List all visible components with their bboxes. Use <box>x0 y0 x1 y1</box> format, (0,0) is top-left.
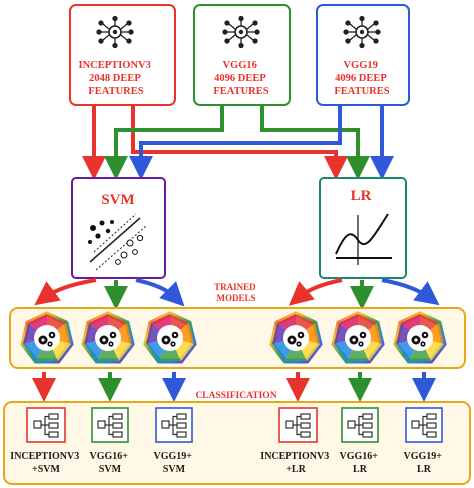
svg-text:INCEPTIONV3 +SVM: INCEPTIONV3 +SVM <box>10 451 81 475</box>
svg-text:INCEPTIONV3 +LR: INCEPTIONV3 +LR <box>260 451 331 475</box>
classifier-label: SVM <box>101 192 134 208</box>
classifier-label: LR <box>351 188 372 204</box>
classifier-to-model-arrows <box>34 278 440 310</box>
feature-box-line: INCEPTIONV3 <box>79 60 151 71</box>
feature-box-inceptionv3: INCEPTIONV3 2048 DEEP FEATURES <box>69 4 176 106</box>
trained-models-label: TRAINED MODELS <box>214 282 258 303</box>
gear-polygon-icon <box>84 314 132 361</box>
classification-label: CLASSIFICATION <box>195 391 276 401</box>
feature-to-classifier-arrows <box>82 105 394 180</box>
result-inceptionv3-svm: INCEPTIONV3 +SVM <box>10 407 81 475</box>
feature-box-line: FEATURES <box>213 86 268 97</box>
lr-classifier-box: LR <box>319 177 407 279</box>
feature-box-line: 4096 DEEP <box>335 73 387 84</box>
gear-polygon-icon <box>23 314 71 361</box>
feature-box-vgg19: VGG19 4096 DEEP FEATURES <box>316 4 410 106</box>
neural-network-gear-icon <box>96 15 134 49</box>
gear-polygon-icon <box>334 314 382 361</box>
regression-curve-icon <box>335 213 392 265</box>
neural-network-gear-icon <box>343 15 381 49</box>
svg-text:VGG16+ LR: VGG16+ LR <box>340 451 381 475</box>
feature-box-line: 4096 DEEP <box>214 73 266 84</box>
result-vgg19-lr: VGG19+ LR <box>404 407 445 475</box>
gear-polygon-icon <box>272 314 320 361</box>
svg-text:VGG19 4096 DEEP FE: VGG19 4096 DEEP FEATURES <box>334 60 389 97</box>
gear-polygon-icon <box>396 314 444 361</box>
result-inceptionv3-lr: INCEPTIONV3 +LR <box>260 407 331 475</box>
feature-box-line: VGG19 <box>343 60 377 71</box>
svg-text:VGG19+ LR: VGG19+ LR <box>404 451 445 475</box>
svg-text:INCEPTIONV3 2048 DEEP: INCEPTIONV3 2048 DEEP FEATURES <box>79 60 154 97</box>
neural-network-gear-icon <box>222 15 260 49</box>
feature-box-line: VGG16 <box>222 60 256 71</box>
feature-box-line: FEATURES <box>334 86 389 97</box>
feature-box-line: 2048 DEEP <box>89 73 141 84</box>
gear-polygon-icon <box>146 314 194 361</box>
results-band: INCEPTIONV3 +SVM VGG16+ SVM VGG19+ SVM <box>3 401 471 485</box>
svg-text:VGG19+ SVM: VGG19+ SVM <box>154 451 195 475</box>
svg-text:VGG16+ SVM: VGG16+ SVM <box>90 451 131 475</box>
result-vgg19-svm: VGG19+ SVM <box>154 407 195 475</box>
result-vgg16-lr: VGG16+ LR <box>340 407 381 475</box>
svg-text:VGG16 4096 DEEP FE: VGG16 4096 DEEP FEATURES <box>213 60 268 97</box>
trained-models-band <box>9 307 466 369</box>
svm-classifier-box: SVM <box>71 177 166 279</box>
feature-box-line: FEATURES <box>88 86 143 97</box>
svm-scatter-icon <box>88 213 147 271</box>
model-to-result-arrows <box>32 372 436 402</box>
result-vgg16-svm: VGG16+ SVM <box>90 407 131 475</box>
feature-box-vgg16: VGG16 4096 DEEP FEATURES <box>193 4 291 106</box>
